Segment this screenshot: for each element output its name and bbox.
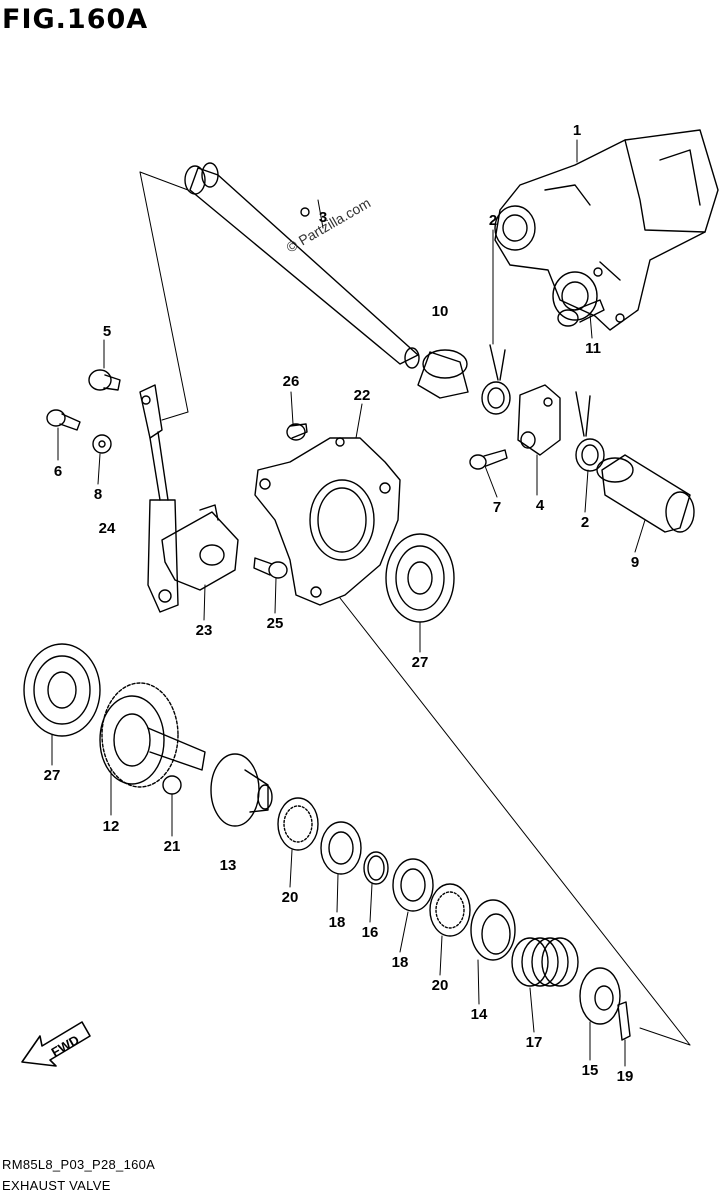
part-21-ball — [162, 775, 182, 795]
part-17-spring — [511, 937, 579, 987]
part-15-plate — [579, 967, 621, 1025]
part-26-screw — [286, 423, 308, 441]
callout-4: 4 — [536, 497, 545, 514]
callout-19: 19 — [617, 1068, 634, 1085]
part-27-bearing-right — [385, 533, 455, 623]
callout-2-upper: 2 — [489, 212, 497, 229]
part-7-screw — [469, 449, 508, 470]
diagram-caption: EXHAUST VALVE — [2, 1178, 111, 1193]
callout-7: 7 — [493, 499, 501, 516]
callout-2-lower: 2 — [581, 514, 589, 531]
part-23-bracket — [161, 504, 239, 591]
callout-27-right: 27 — [412, 654, 429, 671]
callout-1: 1 — [573, 122, 581, 139]
callout-13: 13 — [220, 857, 237, 874]
callout-27-left: 27 — [44, 767, 61, 784]
fwd-arrow-icon: FWD — [21, 1021, 91, 1067]
callout-18-b: 18 — [392, 954, 409, 971]
part-2-spring-lower — [575, 391, 605, 472]
callout-25: 25 — [267, 615, 284, 632]
part-13-collar — [210, 753, 273, 827]
callout-11: 11 — [585, 340, 601, 357]
callout-5: 5 — [103, 323, 111, 340]
part-20-thrust-bearing-b — [429, 883, 471, 937]
callout-9: 9 — [631, 554, 639, 571]
diagram-code: RM85L8_P03_P28_160A — [2, 1157, 156, 1172]
figure-title: FIG.160A — [2, 4, 149, 35]
part-2-spring-upper — [481, 344, 511, 415]
watermark-text: © Partzilla.com — [284, 195, 374, 256]
callout-10: 10 — [432, 303, 449, 320]
part-18-washer-a — [320, 821, 362, 875]
callout-21: 21 — [164, 838, 181, 855]
callout-3: 3 — [319, 209, 327, 226]
callout-18-a: 18 — [329, 914, 346, 931]
callout-numbers: 1 2 2 3 4 5 6 7 8 9 10 11 12 13 14 15 16… — [44, 122, 640, 1085]
callout-24: 24 — [99, 520, 116, 537]
part-12-gear-shaft — [99, 682, 206, 788]
assembly-outline — [139, 171, 691, 1046]
fwd-label: FWD — [49, 1032, 82, 1060]
callout-22: 22 — [354, 387, 371, 404]
part-14-collar — [470, 899, 516, 961]
part-19-pin — [617, 1001, 631, 1041]
callout-14: 14 — [471, 1006, 488, 1023]
part-9-sleeve — [596, 454, 695, 533]
part-6-bolt — [46, 409, 81, 431]
part-10-bushing — [417, 349, 469, 399]
callout-20-b: 20 — [432, 977, 449, 994]
part-16-ring — [363, 851, 389, 885]
callout-23: 23 — [196, 622, 213, 639]
part-27-bearing-left — [23, 643, 101, 737]
callout-16: 16 — [362, 924, 379, 941]
callout-17: 17 — [526, 1034, 543, 1051]
part-18-washer-b — [392, 858, 434, 912]
part-4-lever — [517, 384, 561, 456]
part-22-plate — [254, 437, 401, 606]
part-11-bolt — [557, 299, 605, 327]
part-5-bolt — [88, 369, 121, 391]
callout-15: 15 — [582, 1062, 599, 1079]
part-1-valve-body — [494, 129, 719, 331]
part-8-washer — [92, 434, 112, 454]
part-20-thrust-bearing-a — [277, 797, 319, 851]
leader-lines — [51, 139, 646, 1067]
callout-6: 6 — [54, 463, 62, 480]
part-25-screw — [253, 557, 288, 579]
part-3-shaft — [184, 162, 420, 369]
callout-26: 26 — [283, 373, 300, 390]
callout-8: 8 — [94, 486, 102, 503]
callout-12: 12 — [103, 818, 120, 835]
callout-20-a: 20 — [282, 889, 299, 906]
part-24-link-rod — [139, 384, 179, 613]
